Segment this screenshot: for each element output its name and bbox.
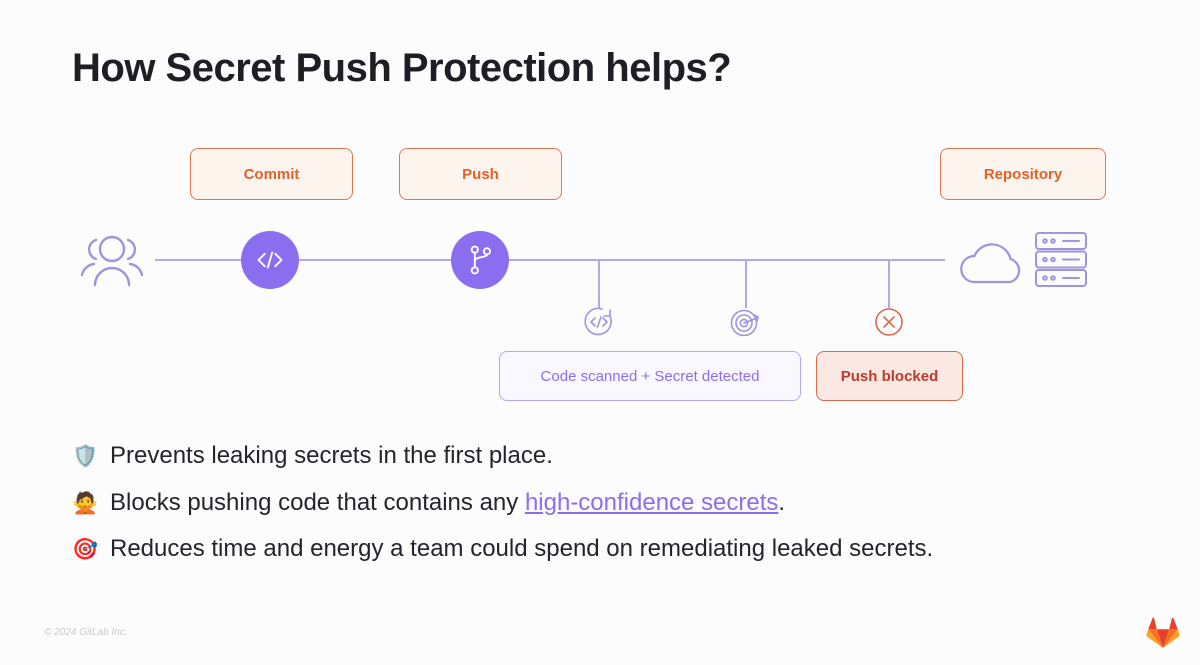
list-item: 🛡️ Prevents leaking secrets in the first… [72,440,1152,472]
list-item-text-tail: . [778,488,786,516]
person-gesturing-no-emoji: 🙅 [72,491,99,515]
page-title: How Secret Push Protection helps? [72,46,732,90]
list-item-text: Prevents leaking secrets in the first pl… [110,442,553,469]
target-arrow-icon [729,305,763,339]
code-scan-icon [582,305,616,339]
drop-line-secret-detected [745,260,747,308]
x-circle-icon [872,305,906,339]
result-box-push-blocked[interactable]: Push blocked [816,351,963,401]
high-confidence-secrets-link[interactable]: high-confidence secrets [524,488,779,516]
target-emoji: 🎯 [72,538,99,562]
stage-box-repository[interactable]: Repository [940,148,1106,200]
list-item: 🎯 Reduces time and energy a team could s… [72,533,1152,565]
users-group-icon [76,230,148,292]
stage-box-commit[interactable]: Commit [190,148,353,200]
result-box-code-scanned-secret-detected[interactable]: Code scanned + Secret detected [499,351,801,401]
server-rack-icon [1032,228,1090,290]
shield-emoji: 🛡️ [72,445,99,468]
list-item: 🙅 Blocks pushing code that contains any … [72,487,1152,519]
gitlab-tanuki-logo [1146,617,1180,649]
list-item-text-lead: Blocks pushing code that contains any [110,488,525,516]
code-brackets-icon [241,231,299,289]
stage-box-push[interactable]: Push [399,148,562,200]
list-item-text: Blocks pushing code that contains any hi… [110,487,1152,519]
timeline-line [155,259,945,261]
pipeline-diagram: Commit Push Repository [0,130,1200,420]
copyright-text: © 2024 GitLab Inc. [44,627,128,638]
git-branch-icon [451,231,509,289]
benefits-list: 🛡️ Prevents leaking secrets in the first… [72,440,1152,580]
drop-line-push-blocked [888,260,890,308]
cloud-icon [956,230,1034,292]
drop-line-code-scanned [598,260,600,308]
list-item-text: Reduces time and energy a team could spe… [110,535,934,563]
